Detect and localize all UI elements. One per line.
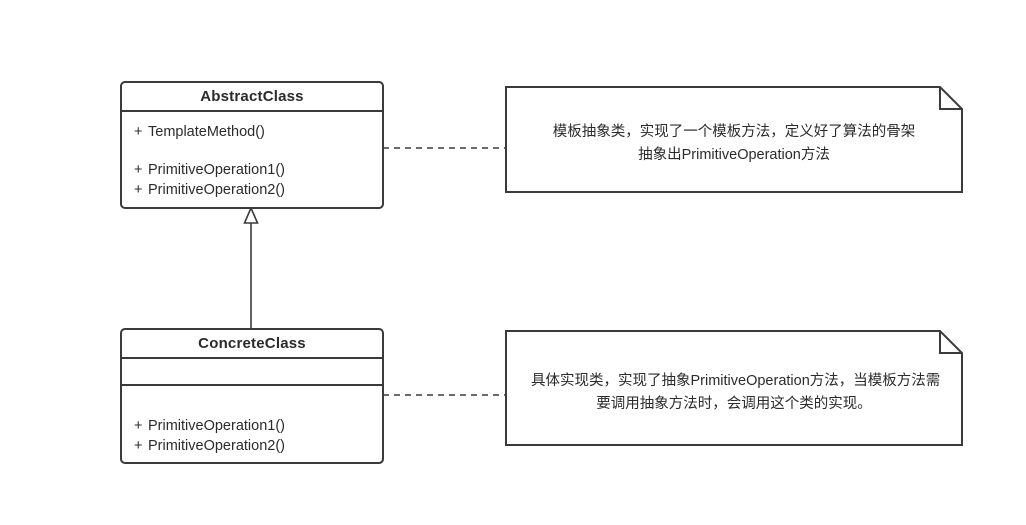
method-visibility: + <box>134 418 143 434</box>
note-line: 具体实现类，实现了抽象PrimitiveOperation方法，当模板方法需 <box>531 373 941 389</box>
note-concreteclass[interactable]: 具体实现类，实现了抽象PrimitiveOperation方法，当模板方法需 要… <box>505 330 963 446</box>
note-abstractclass[interactable]: 模板抽象类，实现了一个模板方法，定义好了算法的骨架 抽象出PrimitiveOp… <box>505 86 963 193</box>
method-signature: PrimitiveOperation1() <box>148 162 285 178</box>
method-signature: PrimitiveOperation1() <box>148 418 285 434</box>
method-signature: PrimitiveOperation2() <box>148 182 285 198</box>
class-title-concreteclass: ConcreteClass <box>122 330 382 359</box>
method-item: + PrimitiveOperation2() <box>122 180 382 200</box>
method-signature: TemplateMethod() <box>148 124 265 140</box>
abstract-note-dashed-link <box>383 147 507 149</box>
method-spacer <box>122 142 382 160</box>
note-text-abstractclass: 模板抽象类，实现了一个模板方法，定义好了算法的骨架 抽象出PrimitiveOp… <box>505 121 963 167</box>
method-visibility: + <box>134 182 143 198</box>
class-title-abstractclass: AbstractClass <box>122 83 382 112</box>
method-item: + PrimitiveOperation1() <box>122 160 382 180</box>
method-item: + PrimitiveOperation2() <box>122 436 382 456</box>
note-text-concreteclass: 具体实现类，实现了抽象PrimitiveOperation方法，当模板方法需 要… <box>505 370 963 416</box>
class-methods-concreteclass: + PrimitiveOperation1() + PrimitiveOperati… <box>122 386 382 462</box>
method-item: + TemplateMethod() <box>122 122 382 142</box>
concrete-note-dashed-link <box>383 394 507 396</box>
method-signature: PrimitiveOperation2() <box>148 438 285 454</box>
class-attributes-concreteclass <box>122 359 382 386</box>
generalization-arrow <box>243 205 259 331</box>
note-line: 要调用抽象方法时，会调用这个类的实现。 <box>596 396 872 412</box>
note-shape <box>505 330 963 446</box>
class-box-abstractclass[interactable]: AbstractClass + TemplateMethod() + Primiti… <box>120 81 384 209</box>
note-line: 模板抽象类，实现了一个模板方法，定义好了算法的骨架 <box>552 124 916 140</box>
note-line: 抽象出PrimitiveOperation方法 <box>638 147 830 163</box>
method-visibility: + <box>134 124 143 140</box>
note-shape <box>505 86 963 193</box>
class-methods-abstractclass: + TemplateMethod() + PrimitiveOperation1()… <box>122 112 382 200</box>
class-box-concreteclass[interactable]: ConcreteClass + PrimitiveOperation1() + Pr… <box>120 328 384 464</box>
method-visibility: + <box>134 162 143 178</box>
method-item: + PrimitiveOperation1() <box>122 416 382 436</box>
method-visibility: + <box>134 438 143 454</box>
